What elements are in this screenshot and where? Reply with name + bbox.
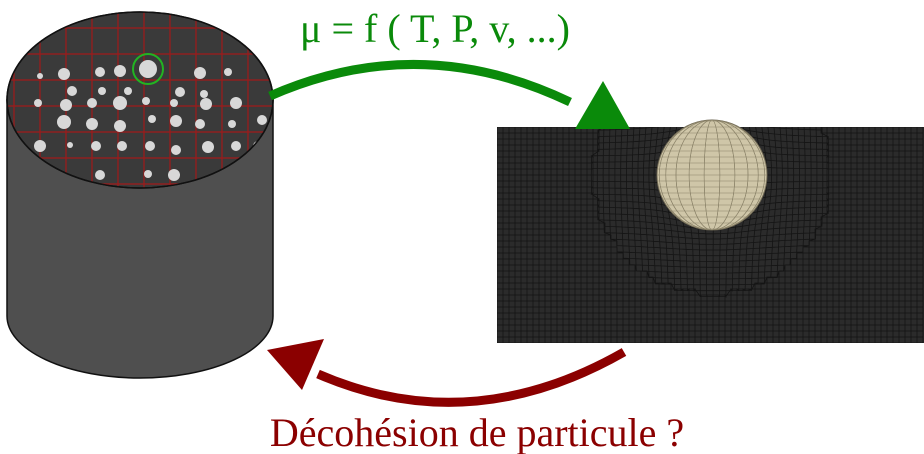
top-label: μ = f ( T, P, v, ...) — [300, 6, 570, 51]
mesh-panel — [497, 119, 924, 343]
cylinder-microstructure — [6, 11, 274, 379]
mesh-sphere — [656, 119, 768, 231]
highlight-circle — [132, 53, 164, 85]
curved-arrow-right-icon — [268, 60, 630, 129]
bottom-label: Décohésion de particule ? — [270, 410, 684, 454]
curved-arrow-left-icon — [267, 339, 627, 407]
